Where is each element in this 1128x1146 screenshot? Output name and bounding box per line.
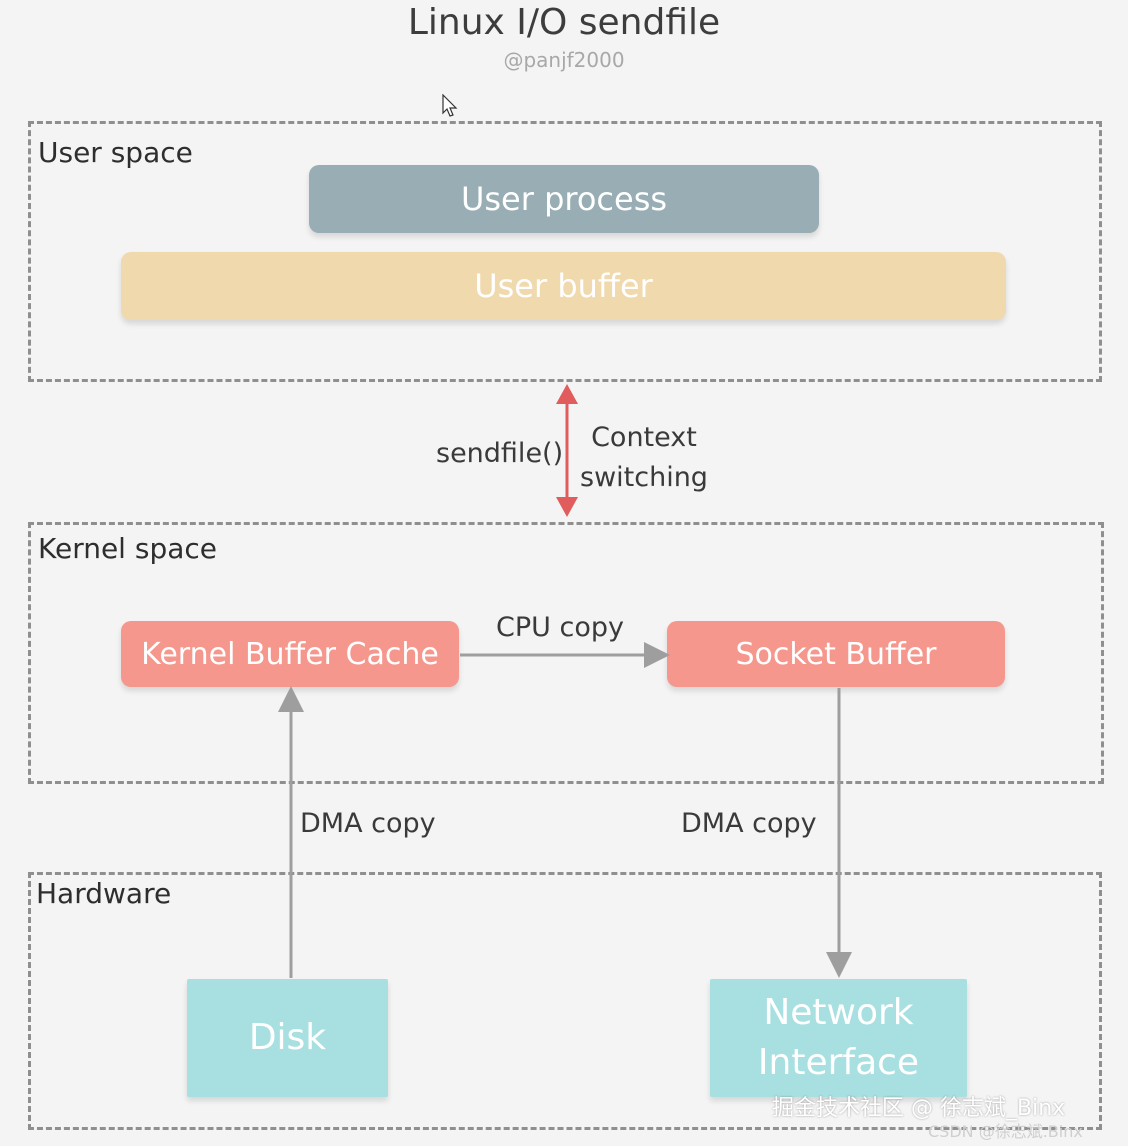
dma-copy-in-label: DMA copy: [300, 808, 436, 839]
disk-label: Disk: [248, 1016, 327, 1058]
kernel-space-region: [28, 522, 1104, 784]
watermark-juejin: 掘金技术社区 @ 徐志斌_Binx: [772, 1096, 1066, 1121]
kernel-space-label: Kernel space: [38, 532, 218, 565]
context-switching-label: Context switching: [580, 418, 708, 498]
user-buffer-box: User buffer: [121, 252, 1006, 320]
diagram-author: @panjf2000: [503, 48, 625, 72]
kernel-buffer-cache-box: Kernel Buffer Cache: [121, 621, 459, 687]
hardware-region: [28, 872, 1102, 1130]
user-buffer-label: User buffer: [474, 267, 653, 305]
network-interface-line1: Network: [763, 991, 914, 1033]
cpu-copy-label: CPU copy: [496, 612, 624, 643]
kernel-buffer-cache-label: Kernel Buffer Cache: [141, 636, 439, 672]
diagram-title: Linux I/O sendfile: [407, 2, 721, 43]
disk-box: Disk: [187, 979, 388, 1097]
socket-buffer-box: Socket Buffer: [667, 621, 1005, 687]
user-space-label: User space: [38, 136, 193, 169]
context-switching-line2: switching: [580, 462, 708, 493]
context-switch-arrow-up-head: [556, 384, 578, 404]
watermark-csdn: CSDN @徐志斌.Binx: [928, 1122, 1083, 1141]
hardware-label: Hardware: [36, 877, 172, 910]
sendfile-label: sendfile(): [436, 438, 564, 469]
context-switch-arrow-down-head: [556, 497, 578, 517]
network-interface-box: Network Interface: [710, 979, 967, 1097]
network-interface-line2: Interface: [757, 1042, 920, 1083]
user-space-region: [28, 121, 1102, 382]
mouse-cursor-icon: [442, 94, 458, 117]
dma-copy-out-label: DMA copy: [681, 808, 817, 839]
context-switching-line1: Context: [591, 422, 697, 453]
user-process-label: User process: [460, 180, 668, 218]
user-process-box: User process: [309, 165, 819, 233]
socket-buffer-label: Socket Buffer: [735, 636, 937, 672]
